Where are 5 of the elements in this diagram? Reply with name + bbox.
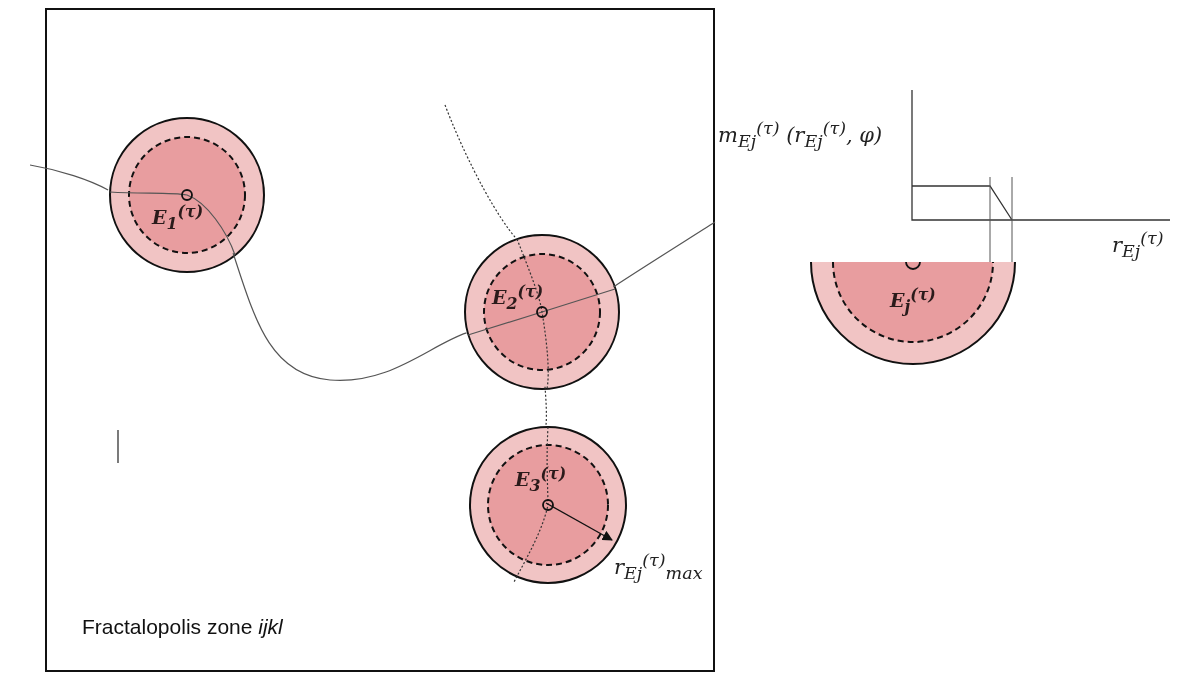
dotted-route [444,104,516,238]
route-line [232,252,468,381]
zone-label: Fractalopolis zone ijkl [82,615,283,639]
route-line [29,164,109,191]
zone-frame [45,8,715,672]
